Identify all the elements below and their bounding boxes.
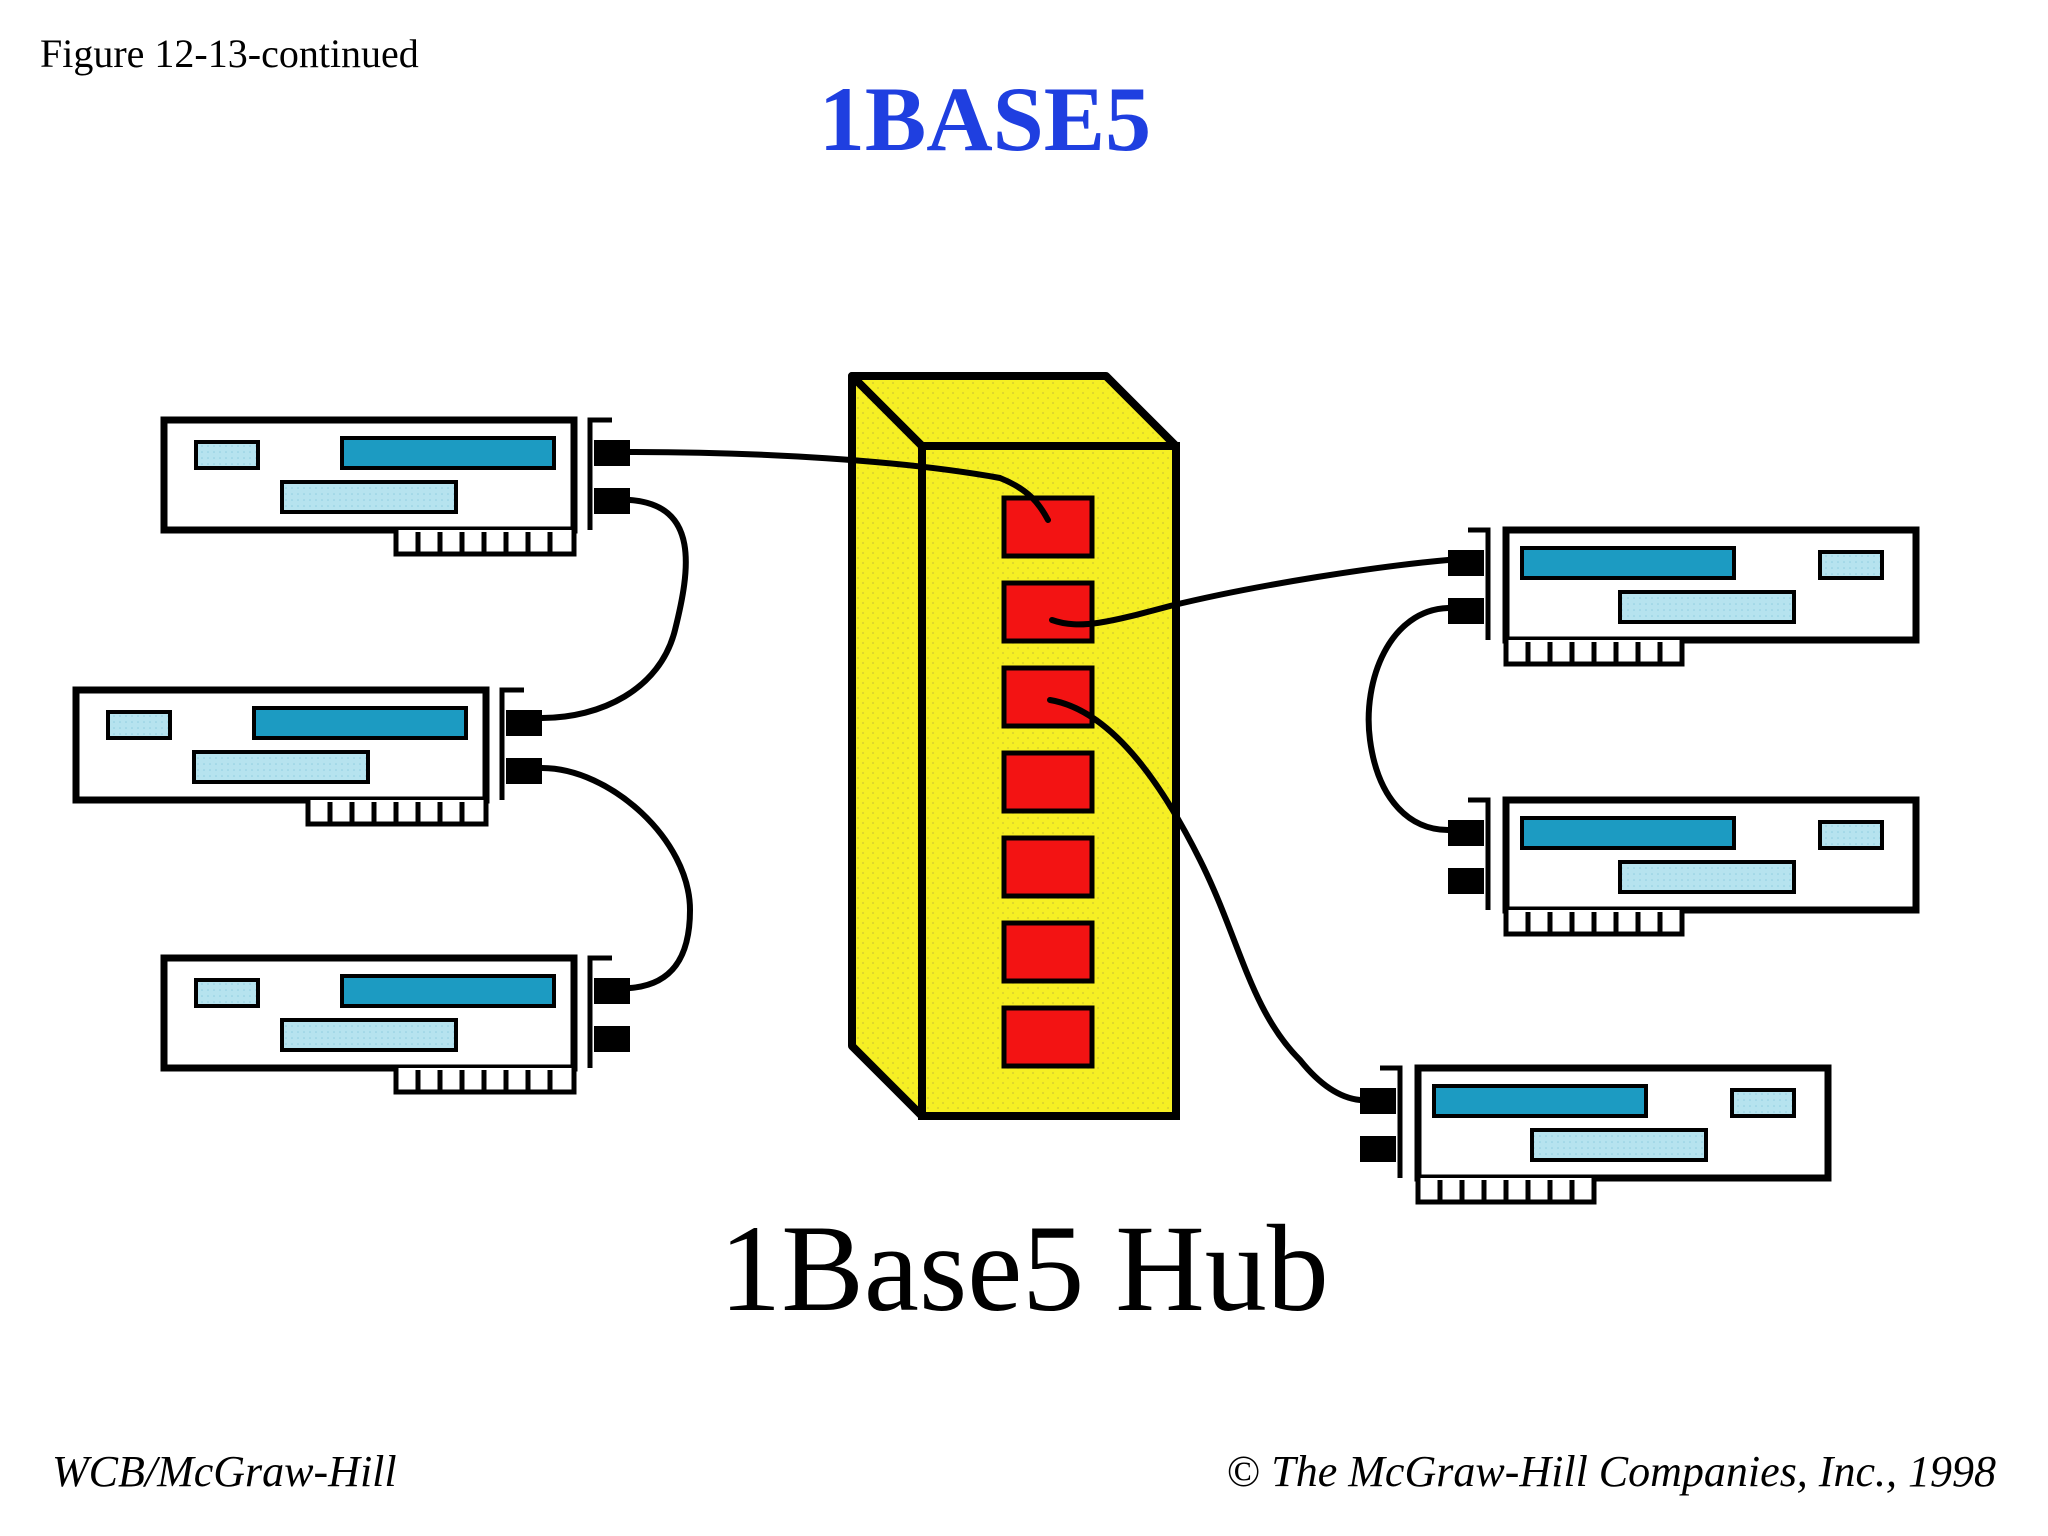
publisher-label: WCB/McGraw-Hill	[52, 1447, 397, 1496]
cable-hub-to-direct	[1047, 697, 1363, 1103]
cable-right1-to-right2	[1365, 605, 1451, 833]
station-right-1	[1448, 530, 1916, 664]
hub	[848, 372, 1180, 1120]
station-left-1	[164, 420, 630, 554]
station-right-2	[1448, 800, 1916, 934]
hub-port-2	[1001, 580, 1095, 644]
figure-label: Figure 12-13-continued	[40, 31, 419, 76]
cable-left-to-hub	[627, 449, 1051, 523]
hub-port-6	[1001, 920, 1095, 984]
hub-port-5	[1001, 835, 1095, 899]
station-left-2	[76, 690, 542, 824]
station-left-3	[164, 958, 630, 1092]
station-direct	[1360, 1068, 1828, 1202]
hub-port-4	[1001, 750, 1095, 814]
hub-caption: 1Base5 Hub	[719, 1200, 1329, 1337]
hub-port-1	[1001, 495, 1095, 559]
copyright-line: © The McGraw-Hill Companies, Inc., 1998	[1227, 1446, 1996, 1497]
page-title: 1BASE5	[818, 68, 1152, 170]
cable-hub-to-right1	[1049, 557, 1451, 628]
copyright-text: The McGraw-Hill Companies, Inc., 1998	[1271, 1447, 1996, 1496]
cable-left2-to-left3	[539, 765, 694, 991]
hub-ports	[1001, 495, 1095, 1069]
copyright-symbol: ©	[1226, 1447, 1261, 1496]
hub-port-3	[1001, 665, 1095, 729]
cable-left1-to-left2	[539, 497, 689, 721]
hub-port-7	[1001, 1005, 1095, 1069]
